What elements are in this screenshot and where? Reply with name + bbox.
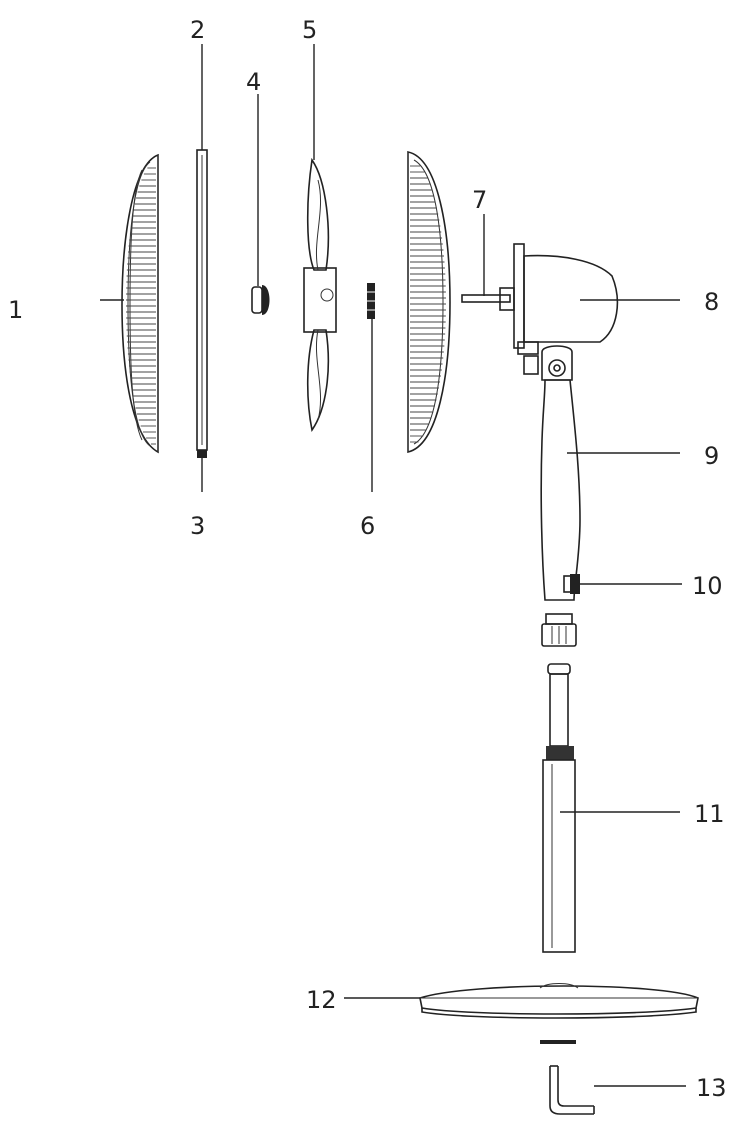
callout-labels: 1 2 3 4 5 6 7 8 9 10 11 12 13 bbox=[8, 16, 727, 1102]
callout-9: 9 bbox=[704, 442, 719, 470]
callout-11: 11 bbox=[694, 800, 725, 828]
rod-screw bbox=[197, 450, 207, 458]
motor-shaft bbox=[461, 287, 515, 311]
callout-6: 6 bbox=[360, 512, 375, 540]
rear-grille bbox=[121, 153, 159, 454]
callout-13: 13 bbox=[696, 1074, 727, 1102]
callout-8: 8 bbox=[704, 288, 719, 316]
collar-nut bbox=[541, 613, 577, 647]
leader-lines bbox=[100, 44, 686, 1087]
front-grille bbox=[407, 151, 451, 454]
base-washer bbox=[540, 1040, 576, 1044]
mounting-rod bbox=[196, 149, 208, 451]
allen-key bbox=[549, 1065, 595, 1115]
motor-housing bbox=[513, 243, 619, 375]
callout-2: 2 bbox=[190, 16, 205, 44]
front-grille-ribs bbox=[410, 165, 446, 443]
callout-4: 4 bbox=[246, 68, 261, 96]
callout-1: 1 bbox=[8, 296, 23, 324]
lock-nut bbox=[367, 283, 375, 319]
base-plate bbox=[419, 983, 699, 1019]
fan-blade bbox=[303, 157, 337, 432]
callout-3: 3 bbox=[190, 512, 205, 540]
callout-12: 12 bbox=[306, 986, 337, 1014]
callout-10: 10 bbox=[692, 572, 723, 600]
rear-grille-ribs bbox=[126, 167, 156, 445]
telescopic-pole bbox=[542, 663, 576, 953]
height-knob bbox=[563, 574, 580, 594]
fan-neck bbox=[540, 345, 581, 601]
callout-7: 7 bbox=[472, 186, 487, 214]
spinner-cap bbox=[251, 285, 270, 315]
callout-5: 5 bbox=[302, 16, 317, 44]
